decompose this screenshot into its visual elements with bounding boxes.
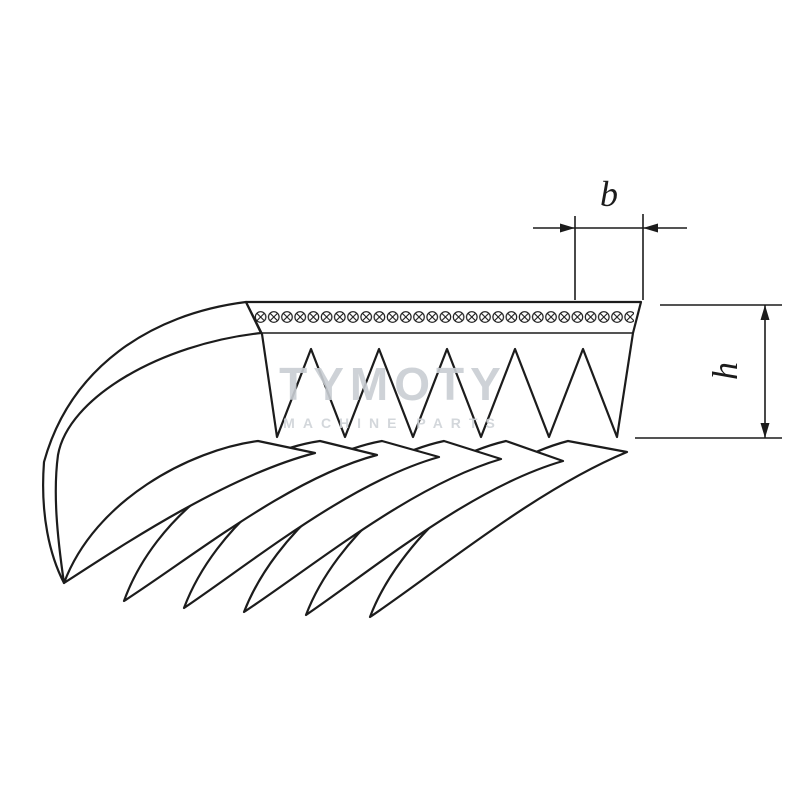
cord-layer-pattern — [254, 309, 634, 325]
dimension-h: h — [635, 304, 782, 439]
belt-profile — [244, 300, 643, 439]
dimension-b: b — [533, 174, 687, 300]
h-arrow-bottom-icon — [760, 423, 770, 438]
dimension-h-label: h — [705, 362, 745, 380]
watermark-subtitle: MACHINE PARTS — [283, 415, 503, 431]
watermark-title: TYMOTY — [279, 358, 507, 410]
dimension-b-label: b — [600, 174, 618, 214]
watermark: TYMOTY MACHINE PARTS — [279, 358, 507, 431]
belt-cross-section — [244, 300, 643, 439]
belt-top-surface-strip — [42, 300, 263, 585]
belt-curved-ribs — [42, 300, 629, 619]
h-arrow-top-icon — [760, 305, 770, 320]
b-arrow-left-icon — [560, 223, 575, 233]
b-arrow-right-icon — [643, 223, 658, 233]
